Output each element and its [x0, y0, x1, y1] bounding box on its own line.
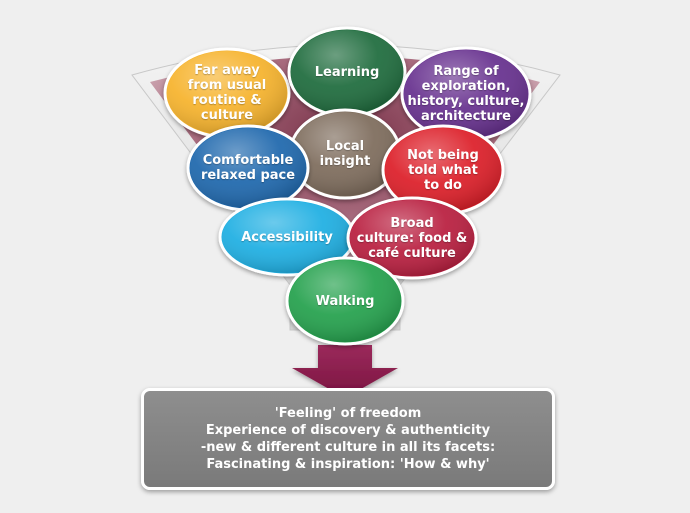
bubble-accessibility	[218, 197, 356, 277]
outcome-box: 'Feeling' of freedom Experience of disco…	[141, 388, 555, 490]
bubble-far-away	[163, 47, 291, 139]
bubble-shine-walking	[289, 260, 401, 342]
bubble-shine-learning	[291, 30, 403, 114]
bubble-range	[400, 46, 532, 142]
bubble-shine-far-away	[167, 51, 287, 135]
bubble-shine-comfortable	[190, 128, 306, 208]
bubble-broad-culture	[346, 196, 478, 280]
outcome-line-3: -new & different culture in all its face…	[200, 440, 496, 455]
outcome-line-4: Fascinating & inspiration: 'How & why'	[206, 457, 490, 472]
bubble-learning	[287, 26, 407, 118]
bubble-shine-range	[404, 50, 528, 138]
bubble-shine-not-told	[385, 128, 501, 212]
bubble-shine-local-insight	[292, 112, 398, 196]
bubble-shine-accessibility	[222, 201, 352, 273]
bubble-shine-broad-culture	[350, 200, 474, 276]
bubble-comfortable	[186, 124, 310, 212]
outcome-line-2: Experience of discovery & authenticity	[205, 423, 491, 438]
bubble-walking	[285, 256, 405, 346]
bubble-local-insight	[288, 108, 402, 200]
down-arrow-icon	[292, 345, 398, 398]
outcome-line-1: 'Feeling' of freedom	[274, 406, 422, 421]
